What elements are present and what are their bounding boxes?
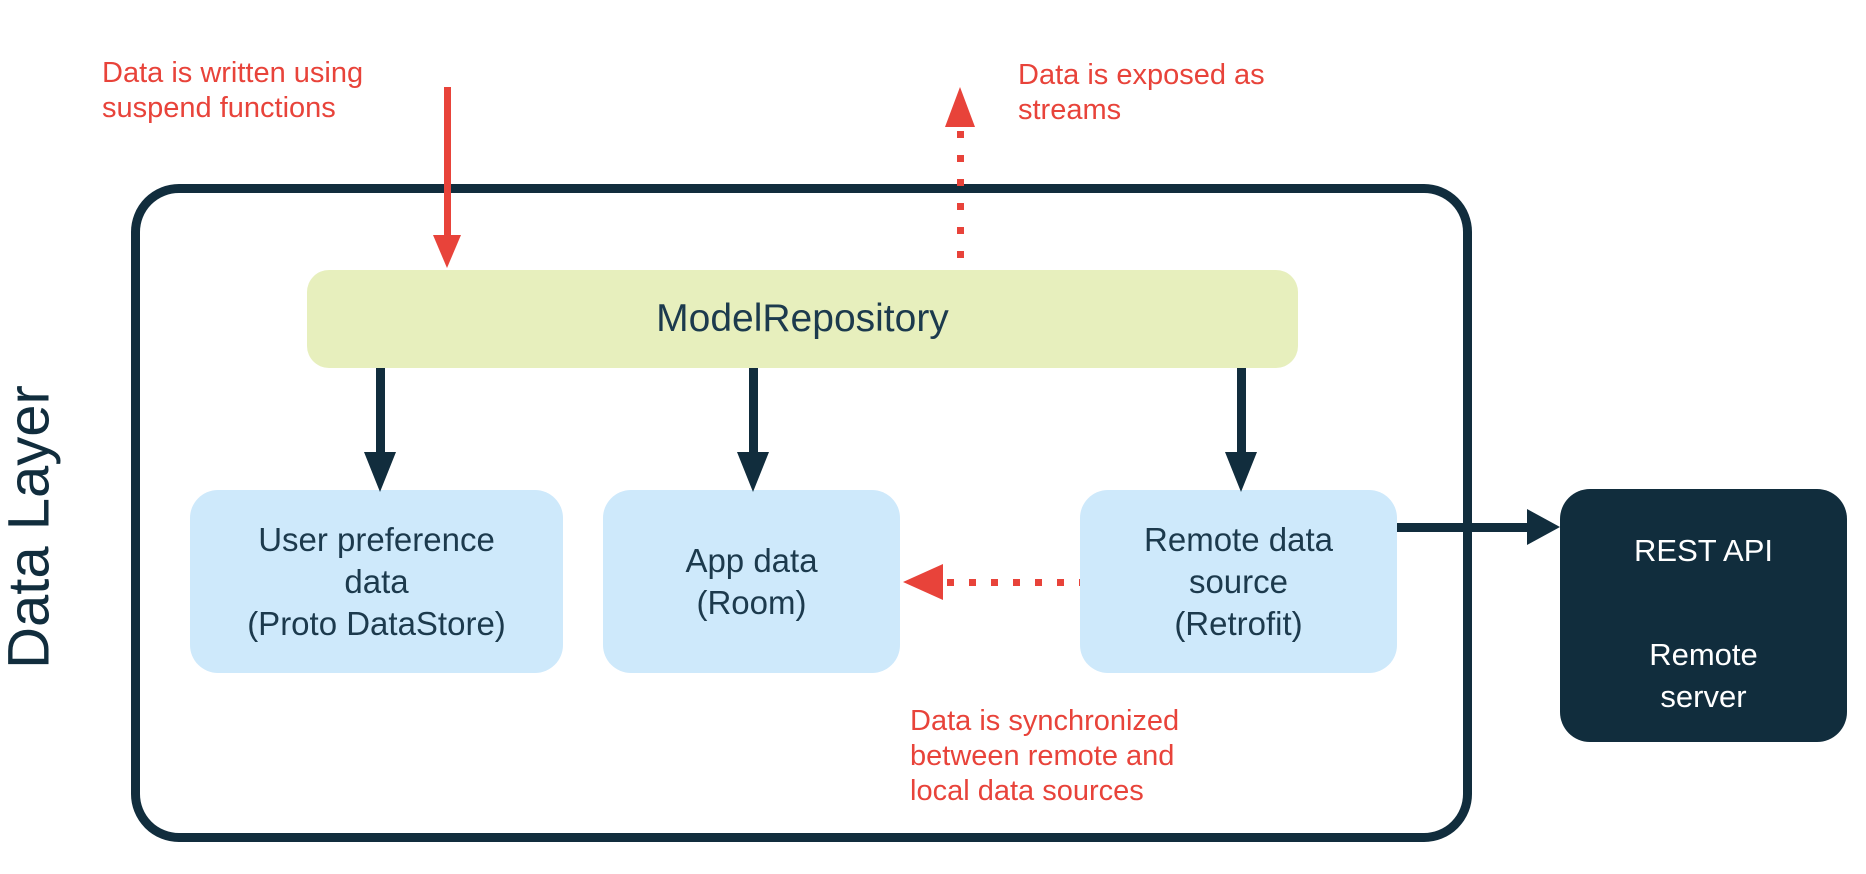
app-data-label: App data (Room) [685,541,818,621]
arrowhead-left-icon [903,564,943,600]
arrowhead-down-icon [433,235,461,268]
arrow-dotted-line [956,131,964,270]
arrow-dotted-line [947,578,1080,586]
data-layer-label: Data Layer [0,385,62,669]
remote-data-source-label: Remote data source (Retrofit) [1144,520,1333,642]
arrow-line [1236,368,1246,452]
arrowhead-down-icon [364,452,396,492]
arrow-line [443,87,451,235]
model-repository-node: ModelRepository [307,270,1298,368]
rest-api-node: REST API Remote server [1560,489,1847,742]
rest-api-title: REST API [1634,533,1773,568]
arrowhead-up-icon [945,87,975,127]
annotation-exposed-streams: Data is exposed as streams [1018,59,1265,126]
arrowhead-down-icon [737,452,769,492]
user-preference-label: User preference data (Proto DataStore) [247,520,506,642]
annotation-write-suspend: Data is written using suspend functions [102,57,364,124]
annotation-data-synchronized: Data is synchronized between remote and … [910,705,1180,807]
app-data-node: App data (Room) [603,490,900,673]
remote-data-source-node: Remote data source (Retrofit) [1080,490,1397,673]
model-repository-label: ModelRepository [656,297,949,340]
data-layer-container [131,184,1472,842]
arrow-line [1397,522,1528,532]
arrowhead-down-icon [1225,452,1257,492]
arrowhead-right-icon [1527,509,1560,545]
remote-server-label: Remote server [1649,637,1758,714]
arrow-line [748,368,758,452]
arrow-line [375,368,385,452]
user-preference-node: User preference data (Proto DataStore) [190,490,563,673]
